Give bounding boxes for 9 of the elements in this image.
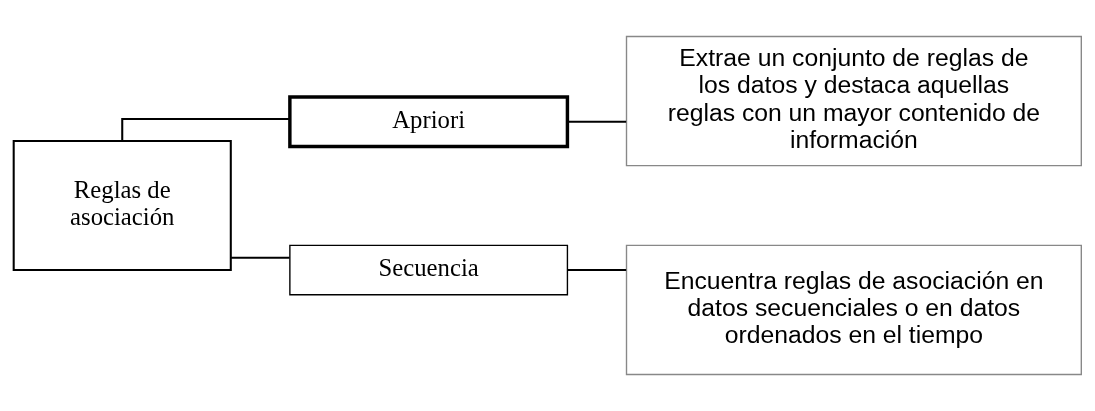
node-box: Reglas de asociación — [12, 139, 232, 272]
connector — [567, 269, 627, 272]
node-box: Extrae un conjunto de reglas de los datos y destaca aquellas reglas con un mayor contenido de información — [625, 35, 1082, 167]
connector — [121, 117, 290, 141]
node-box: Encuentra reglas de asociación en datos secuenciales o en datos ordenados en el tiempo — [625, 244, 1082, 376]
connector — [231, 256, 290, 259]
node-box: Secuencia — [289, 244, 569, 296]
connector — [567, 120, 627, 123]
node-box: Apriori — [288, 95, 570, 149]
